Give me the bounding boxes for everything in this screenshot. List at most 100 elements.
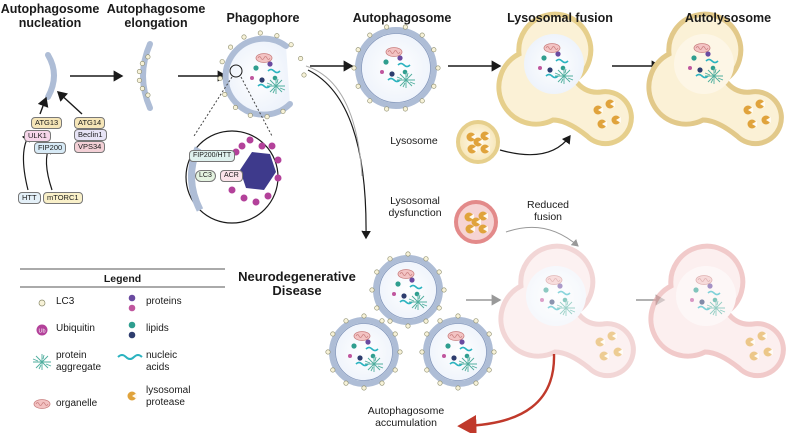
legend-ubiquitin: Ubiquitin [56,323,95,334]
lc3-dot [361,385,367,391]
lc3-dot [486,331,492,337]
vesicle-membrane [355,27,437,109]
fused-vesicle-lumen [674,34,734,94]
vesicle-inner-membrane [335,323,393,381]
autophagosome [351,24,441,112]
arrow-pi3k-complex-up [56,91,83,115]
lc3-dot [145,92,151,98]
lc3-dot [298,56,304,62]
lc3-dot [435,65,441,71]
lc3-dot [441,287,447,293]
lc3-dot [343,380,349,386]
lc3-dot [473,318,479,324]
label-line: Reduced [526,199,570,211]
legend-aggregate: protein aggregate [56,350,101,374]
lc3-dot [222,92,228,98]
zoom-lc3: LC3 [195,170,216,182]
lc3-dot [437,380,443,386]
lc3-dot [419,349,425,355]
complex-mtorc1: mTORC1 [43,192,83,204]
arrow-lysosome-to-fusion [499,135,571,156]
disease-autophagosome-right [419,313,497,391]
impaired-autolysosome [648,243,786,379]
legend-protease: lysosomal protease [146,385,190,409]
vesicle-inner-membrane [429,323,487,381]
lc3-dot [402,24,408,30]
legend-nucleic-symbol [117,354,143,360]
lc3-dot [436,269,442,275]
lc3-dot [139,86,145,92]
lc3-dot [419,32,425,38]
legend-proteins: proteins [146,296,182,307]
lc3-dot [136,77,142,83]
legend-lc3-symbol [38,299,46,307]
lc3-dot [228,44,234,50]
arrow-to-disease [307,69,371,240]
zoom-ubiquitin-dot [268,142,276,150]
lc3-dot [374,305,380,311]
lc3-dot [455,385,461,391]
lc3-dot [232,105,238,111]
lc3-dot [264,114,270,120]
lc3-dot [288,42,294,48]
legend-ubiquitin-symbol [36,324,48,336]
zoom-ubiquitin-dot [240,194,248,202]
label-line: Lysosomal [390,195,440,207]
complex-htt: HTT [18,192,41,204]
lc3-dot [431,83,437,89]
label-line: Autophagosome [367,405,445,417]
legend-protease-symbol [127,391,137,401]
complex-atg14: ATG14 [74,117,106,129]
legend-protein-symbol-a [128,294,136,302]
lc3-dot [367,32,373,38]
zoom-guide-right [240,76,273,137]
title-line: Disease [272,283,322,298]
lc3-dot [397,349,403,355]
lc3-dot [379,380,385,386]
legend-symbols: Ub [20,268,225,409]
zoom-ubiquitin-dot [252,198,260,206]
lc3-dot [392,331,398,337]
zoom-ubiquitin-dot [246,136,254,144]
disease-autophagosome-top [369,251,447,329]
reduced-fusion-vesicle [498,243,636,379]
arrow-phagophore-gray-path [305,65,363,177]
vesicle-inner-membrane [361,33,431,103]
lc3-dot [361,313,367,319]
legend-line: nucleic [146,350,178,361]
zoom-focus-ring [229,64,243,78]
label-line: dysfunction [388,207,442,219]
complex-fip200: FIP200 [34,142,67,154]
lc3-dot [423,318,429,324]
zoom-ubiquitin-dot [264,192,272,200]
lc3-dot [351,65,357,71]
title-line: elongation [124,16,188,30]
zoom-aggregate-hexagon [240,152,276,190]
lc3-dot [402,106,408,112]
lc3-dot [280,108,286,114]
lc3-dot [423,256,429,262]
zoom-acr: ACR [220,170,243,182]
legend-line: protein [56,350,87,361]
lc3-dot [424,331,430,337]
lc3-dot [355,47,361,53]
legend-line: aggregate [56,362,102,373]
lc3-dot [330,331,336,337]
lc3-dot [219,59,225,65]
dysfunction-label: Lysosomal dysfunction [385,195,445,219]
label-line: fusion [533,211,563,223]
disease-autophagosome-left [325,313,403,391]
lc3-dot [419,98,425,104]
lc3-dot [431,47,437,53]
vesicle-membrane [373,255,443,325]
lysosome [456,120,500,164]
zoom-ubiquitin-dot [274,156,282,164]
title-line: Neurodegenerative [238,269,356,284]
lc3-dot [387,318,393,324]
fused-vesicle-lumen [676,266,736,326]
legend-lc3: LC3 [56,296,75,307]
stage-title-autophagosome: Autophagosome [352,11,452,25]
lysosomal-fusion-vesicle [496,11,634,147]
